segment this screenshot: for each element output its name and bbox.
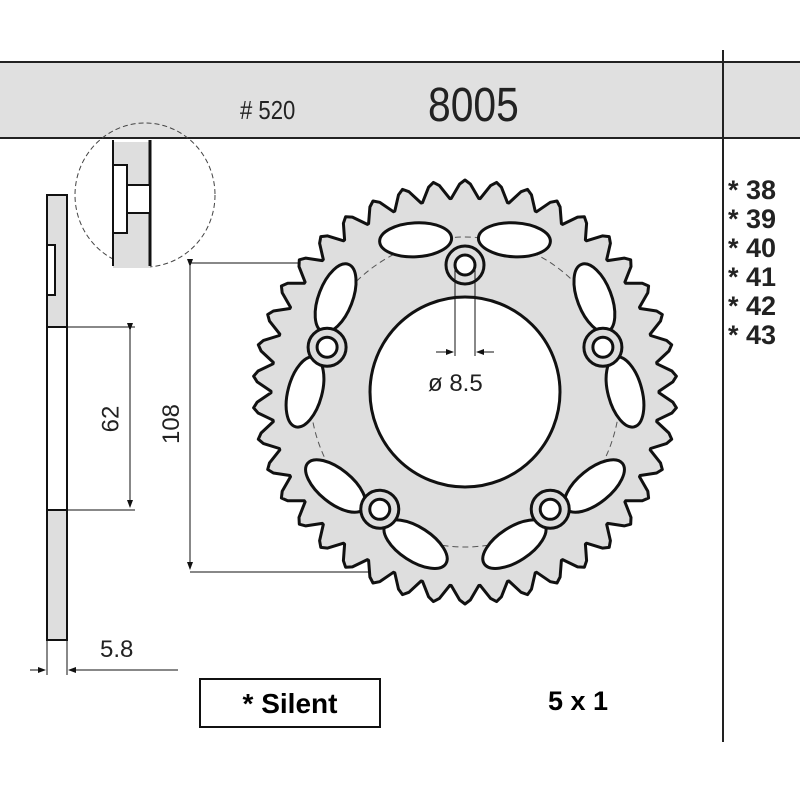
bolt-hole xyxy=(538,497,562,521)
hub-height-label: 62 xyxy=(97,405,125,433)
bolt-hole xyxy=(591,335,615,359)
bolt-pattern: 5 x 1 xyxy=(548,686,609,716)
center-bore xyxy=(368,295,562,489)
silent-legend-box: * Silent xyxy=(199,678,381,728)
bolt-hole xyxy=(315,335,339,359)
tooth-size: * 38 xyxy=(728,175,777,205)
bolt-span-label: 108 xyxy=(158,403,186,445)
tooth-size: * 40 xyxy=(728,233,777,263)
part-number: 8005 xyxy=(428,79,519,132)
thickness-label: 5.8 xyxy=(100,636,134,663)
chain-pitch: # 520 xyxy=(240,95,296,125)
tooth-size: * 39 xyxy=(728,204,777,234)
bolt-hole xyxy=(453,253,477,277)
sprocket xyxy=(252,178,678,606)
tooth-size: * 43 xyxy=(728,320,777,350)
bolt-hole-label: ø 8.5 xyxy=(428,370,483,397)
side-view xyxy=(30,194,178,675)
tooth-size: * 41 xyxy=(728,262,777,292)
tooth-size-list: * 38 * 39 * 40 * 41 * 42 * 43 xyxy=(728,176,776,350)
lightening-slot xyxy=(476,221,552,259)
header-band xyxy=(0,61,800,139)
bolt-hole xyxy=(368,497,392,521)
tooth-size: * 42 xyxy=(728,291,777,321)
lightening-slot xyxy=(378,221,454,259)
detail-view xyxy=(74,122,216,268)
column-divider xyxy=(722,50,724,742)
